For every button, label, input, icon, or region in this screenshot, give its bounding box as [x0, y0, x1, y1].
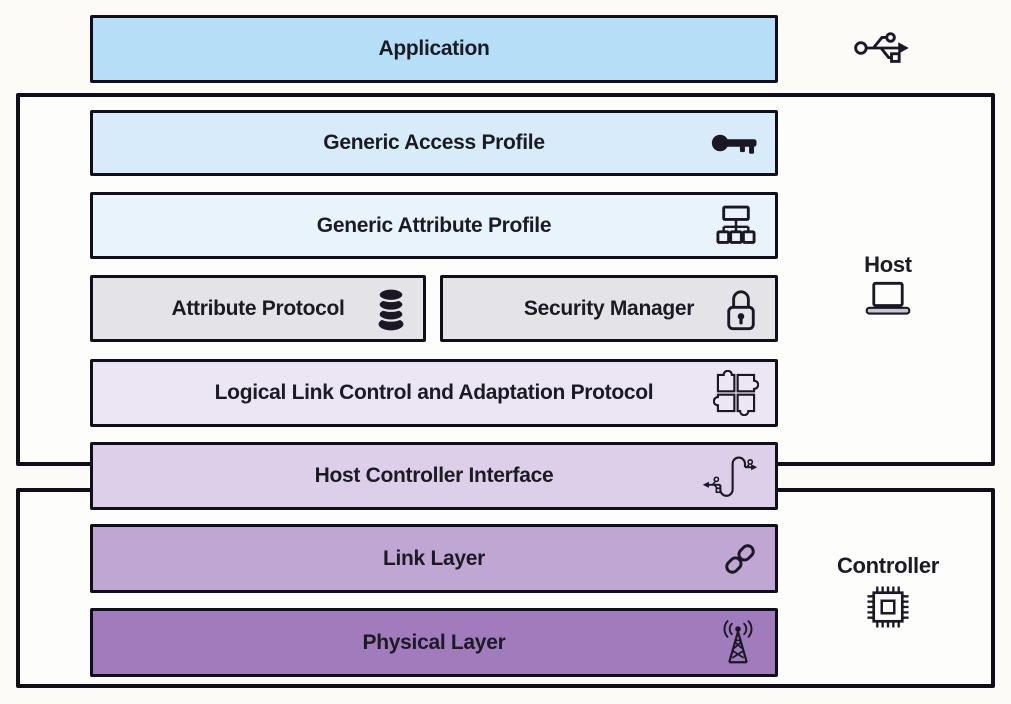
layer-box-generic-access-profile: Generic Access Profile — [90, 110, 778, 176]
physical-layer-label: Physical Layer — [362, 630, 506, 654]
layer-box-attribute-protocol: Attribute Protocol — [90, 275, 426, 342]
layer-box-host-controller-interface: Host Controller Interface — [90, 442, 778, 510]
usb-icon — [852, 26, 910, 70]
usb-cable-icon — [701, 451, 759, 501]
layer-box-generic-attribute-profile: Generic Attribute Profile — [90, 192, 778, 259]
chain-link-icon — [721, 540, 759, 578]
controller-section-label: Controller — [836, 553, 940, 578]
layer-box-link-layer: Link Layer — [90, 524, 778, 593]
key-icon — [711, 128, 759, 158]
sitemap-icon — [713, 204, 759, 248]
hci-label: Host Controller Interface — [314, 464, 554, 487]
antenna-icon — [717, 619, 759, 666]
application-label: Application — [378, 37, 490, 60]
gatt-label: Generic Attribute Profile — [316, 213, 552, 237]
gap-label: Generic Access Profile — [323, 131, 545, 154]
layer-box-application: Application — [90, 15, 778, 83]
host-section-caption: Host — [818, 252, 958, 315]
host-section-label: Host — [864, 252, 912, 277]
link-layer-label: Link Layer — [382, 546, 486, 570]
layer-box-physical-layer: Physical Layer — [90, 608, 778, 677]
att-label: Attribute Protocol — [171, 296, 345, 320]
l2cap-label: Logical Link Control and Adaptation Prot… — [214, 381, 654, 404]
chip-icon — [863, 582, 913, 632]
lock-icon — [723, 286, 759, 332]
database-icon — [375, 286, 407, 332]
puzzle-icon — [713, 370, 759, 416]
controller-section-caption: Controller — [818, 553, 958, 632]
laptop-icon — [864, 281, 912, 315]
layer-box-security-manager: Security Manager — [440, 275, 778, 342]
layer-box-l2cap: Logical Link Control and Adaptation Prot… — [90, 359, 778, 427]
sm-label: Security Manager — [523, 296, 695, 320]
